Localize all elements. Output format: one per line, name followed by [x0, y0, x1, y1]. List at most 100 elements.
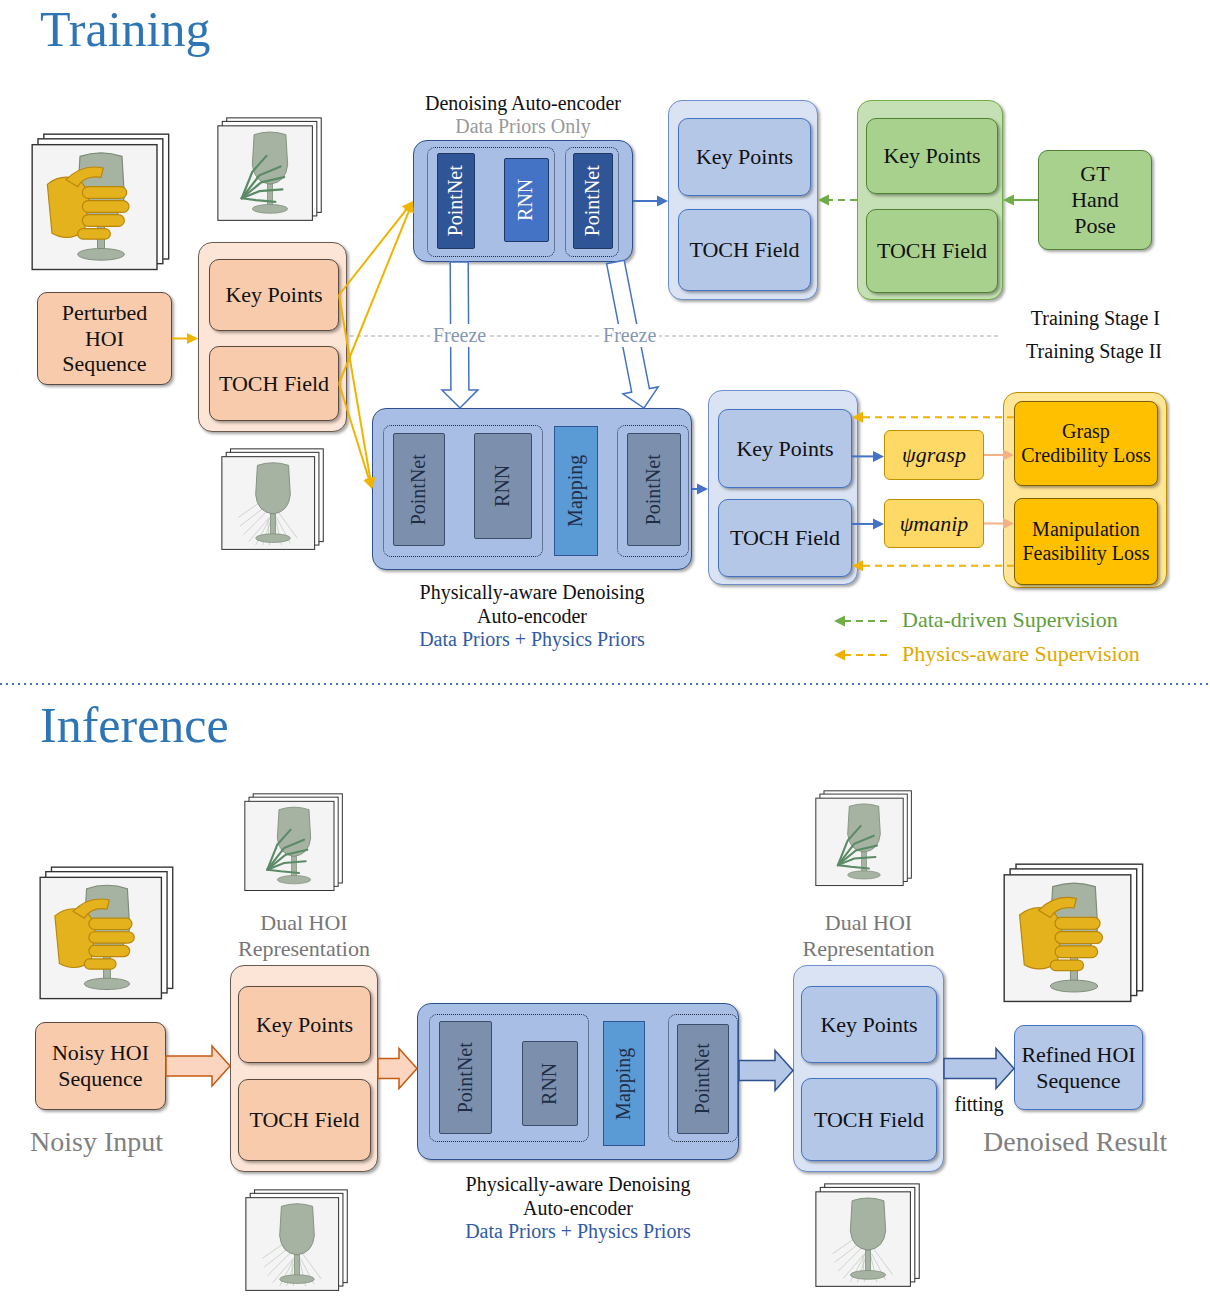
heading-block: Dual HOI Representation	[219, 910, 389, 962]
hollow-arrow	[944, 1049, 1014, 1089]
ground-truth-group: Key PointsTOCH Field	[857, 100, 1003, 300]
process-box: TOCH Field	[866, 209, 998, 293]
section-title: Training	[40, 0, 210, 58]
heading-text: Data Priors Only	[455, 115, 591, 139]
hoi-render	[40, 867, 173, 998]
box-label: TOCH Field	[689, 237, 799, 263]
network-layer: PointNet	[393, 433, 445, 546]
layer-label: Mapping	[612, 1047, 636, 1119]
loss-group: Grasp Credibility LossManipulation Feasi…	[1003, 392, 1167, 588]
heading-text: Physically-aware Denoising Auto-encoder	[466, 1173, 691, 1220]
layer-label: PointNet	[407, 454, 431, 525]
autoencoder-box: Denoising Auto-encoderData Priors OnlyPo…	[413, 140, 633, 262]
autoencoder-box: Physically-aware Denoising Auto-encoderD…	[372, 408, 692, 570]
flow-arrow	[172, 333, 198, 344]
box-label: Key Points	[883, 143, 980, 169]
caption-label: Denoised Result	[983, 1126, 1167, 1158]
representation-group: Key PointsTOCH Field	[668, 100, 818, 300]
box-label: Perturbed HOI Sequence	[43, 300, 166, 378]
rnn-layer: RNN	[504, 158, 549, 242]
flow-arrow	[984, 518, 1014, 529]
box-label: Noisy HOI Sequence	[41, 1040, 160, 1092]
box-label: TOCH Field	[730, 525, 840, 551]
flow-arrow	[984, 450, 1014, 461]
process-box: TOCH Field	[238, 1079, 371, 1161]
network-layer: RNN	[522, 1041, 578, 1126]
field-render	[246, 1190, 347, 1291]
section-divider	[0, 683, 1210, 685]
edge-label: Freeze	[430, 324, 489, 347]
process-box: Key Points	[718, 409, 852, 488]
keypoint-render	[245, 794, 343, 891]
box-label: Refined HOI Sequence	[1020, 1042, 1137, 1094]
process-box: Key Points	[238, 986, 371, 1063]
field-render	[222, 449, 323, 550]
process-box: Key Points	[801, 986, 937, 1063]
stage-label: Training Stage II	[1026, 340, 1162, 363]
flow-arrow	[339, 295, 376, 489]
keypoint-render	[816, 791, 912, 886]
caption-label: Noisy Input	[30, 1126, 163, 1158]
heading-block: Physically-aware Denoising Auto-encoderD…	[420, 581, 645, 652]
layer-label: PointNet	[454, 1042, 478, 1113]
layer-label: RNN	[538, 1062, 562, 1104]
heading-text: Dual HOI Representation	[219, 910, 389, 962]
process-box: Refined HOI Sequence	[1014, 1025, 1143, 1110]
process-box: TOCH Field	[209, 346, 339, 421]
box-label: ψmanip	[900, 511, 969, 537]
box-label: Key Points	[736, 436, 833, 462]
box-label: Key Points	[696, 144, 793, 170]
layer-label: PointNet	[691, 1043, 715, 1114]
box-label: TOCH Field	[219, 371, 329, 397]
autoencoder-box: Physically-aware Denoising Auto-encoderD…	[417, 1003, 739, 1160]
representation-group: Dual HOI RepresentationKey PointsTOCH Fi…	[793, 965, 944, 1172]
hoi-render	[1004, 864, 1142, 1001]
process-box: TOCH Field	[718, 499, 852, 577]
legend-text: Data-driven Supervision	[902, 607, 1118, 633]
hoi-render	[32, 134, 169, 269]
legend-sample	[834, 616, 890, 627]
hollow-arrow	[607, 260, 659, 408]
network-layer: PointNet	[439, 1021, 492, 1134]
supervision-arrow	[852, 560, 1014, 571]
process-box: TOCH Field	[678, 209, 811, 291]
field-render	[816, 1184, 919, 1286]
supervision-arrow	[852, 412, 1014, 423]
dotted-frame	[383, 425, 543, 557]
box-label: TOCH Field	[814, 1107, 924, 1133]
representation-group: Key PointsTOCH Field	[198, 242, 347, 432]
loss-box: Grasp Credibility Loss	[1014, 401, 1158, 486]
pointnet-layer: PointNet	[573, 153, 613, 249]
box-label: TOCH Field	[249, 1107, 359, 1133]
stage-label: Training Stage I	[1031, 307, 1160, 330]
layer-label: Mapping	[564, 455, 588, 527]
hollow-arrow	[166, 1046, 230, 1086]
representation-group: Key PointsTOCH Field	[708, 390, 858, 585]
heading-block: Dual HOI Representation	[784, 910, 954, 962]
layer-label: PointNet	[642, 454, 666, 525]
heading-text: Data Priors + Physics Priors	[419, 628, 645, 652]
flow-arrow	[1003, 195, 1038, 206]
pointnet-layer: PointNet	[437, 153, 475, 249]
hollow-arrow	[442, 262, 478, 408]
heading-block: Physically-aware Denoising Auto-encoderD…	[466, 1173, 691, 1244]
flow-arrow	[339, 201, 413, 295]
heading-text: Physically-aware Denoising Auto-encoder	[420, 581, 645, 628]
process-box: Key Points	[209, 259, 339, 331]
edge-label: fitting	[952, 1093, 1007, 1116]
process-box: Perturbed HOI Sequence	[37, 292, 172, 385]
keypoint-render	[218, 118, 321, 220]
heading-text: Data Priors + Physics Priors	[465, 1220, 691, 1244]
mapping-layer: Mapping	[603, 1021, 645, 1146]
box-label: Key Points	[256, 1012, 353, 1038]
process-box: Noisy HOI Sequence	[35, 1022, 166, 1110]
layer-label: PointNet	[581, 165, 605, 236]
mapping-layer: Mapping	[554, 426, 598, 556]
legend-sample	[834, 650, 890, 661]
flow-arrow	[852, 451, 884, 462]
box-label: Manipulation Feasibility Loss	[1020, 518, 1152, 565]
supervision-arrow	[818, 195, 857, 206]
layer-label: RNN	[515, 179, 539, 221]
layer-label: PointNet	[444, 165, 468, 236]
